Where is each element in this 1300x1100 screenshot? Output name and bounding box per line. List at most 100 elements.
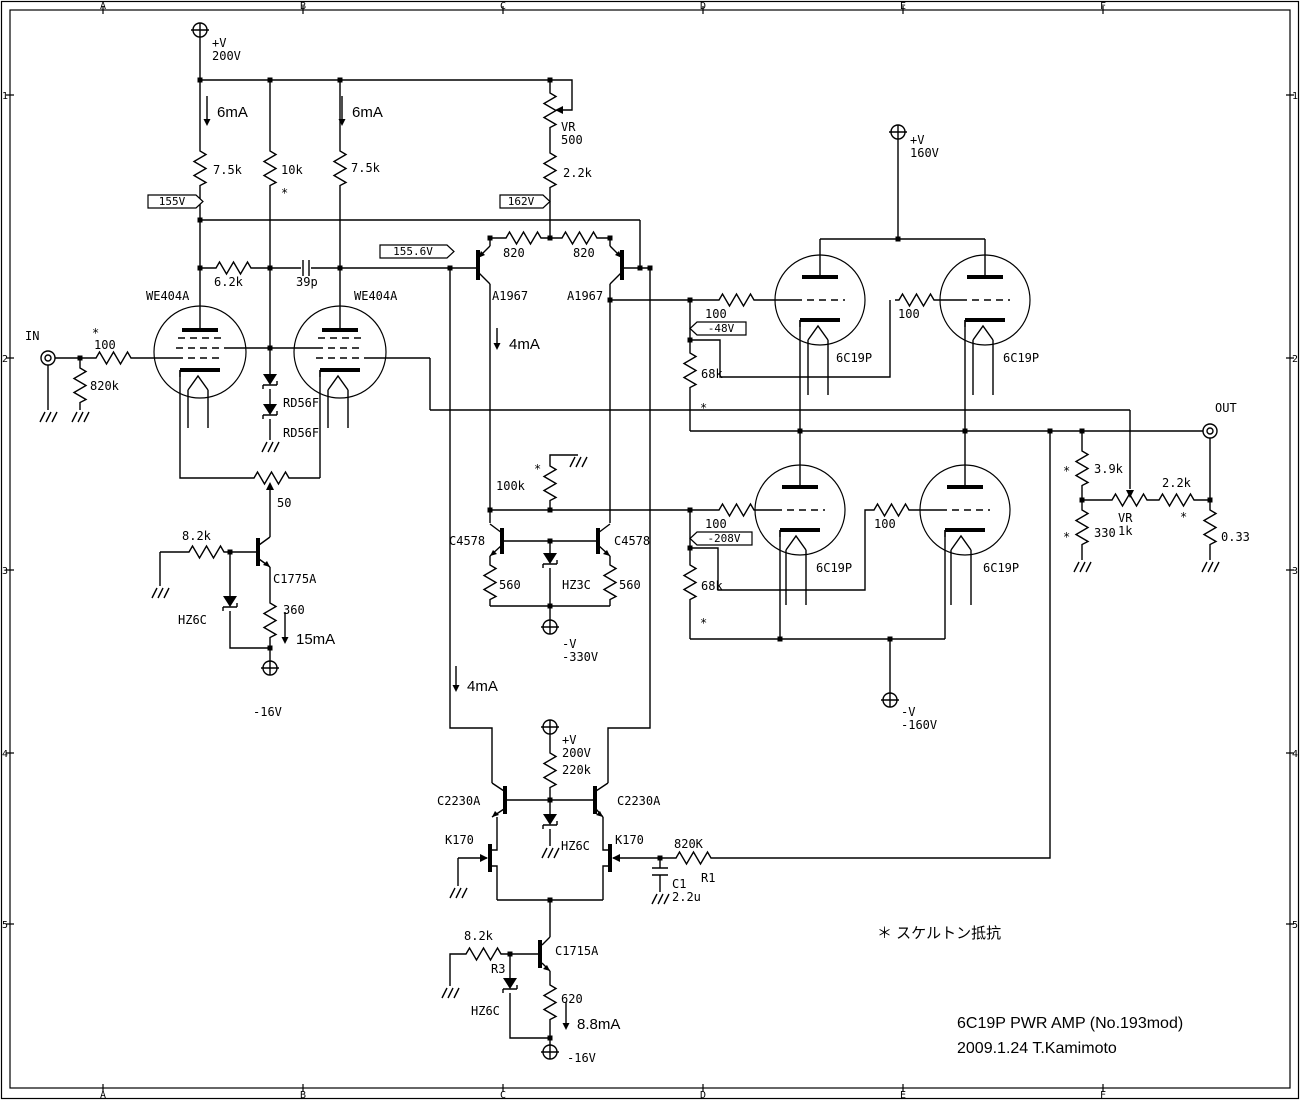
label-3.9k: 3.9k (1094, 462, 1124, 476)
label-820k-r1: 820K (674, 837, 704, 851)
flag-155v-text: 155V (159, 195, 186, 208)
resistor-360 (263, 597, 277, 643)
potentiometer-vr1k (1107, 493, 1149, 507)
label-asterisk-2.2k-out: * (1180, 510, 1187, 524)
label-current-15ma: 15mA (296, 631, 335, 648)
grid-column-labels-bottom: A B C D E F (100, 1090, 1106, 1100)
label-0.33: 0.33 (1221, 530, 1250, 544)
capacitor-c1 (652, 867, 668, 876)
label-m160v: -160V (901, 718, 937, 732)
row-label: 3 (1292, 566, 1298, 577)
label-hz6c-bottom: HZ6C (471, 1004, 500, 1018)
label-820-right: 820 (573, 246, 595, 260)
label-m16v-bottom: -16V (567, 1051, 596, 1065)
vr500-wiper-arrow (555, 106, 563, 114)
resistor-100k (543, 460, 557, 506)
tube-6c19p-lower-right (919, 464, 1011, 556)
row-label: 5 (1292, 920, 1298, 931)
label-vr1k-vr: VR (1118, 511, 1133, 525)
label-6c19p-lr: 6C19P (983, 561, 1019, 575)
supply-terminal-200v-bottom (540, 719, 560, 735)
labels: +V 200V 6mA 6mA 7.5k 10k * 7.5k VR 500 2… (25, 36, 1250, 1065)
resistor-100-grid-ll (714, 503, 756, 517)
label-asterisk-10k: * (281, 186, 288, 200)
flag-155v (147, 194, 204, 209)
label-asterisk-100in: * (92, 326, 99, 340)
label-7.5k-right: 7.5k (351, 161, 381, 175)
label-current-6ma-right: 6mA (352, 104, 383, 121)
title-block: ＊ スケルトン抵抗 6C19P PWR AMP (No.193mod) 2009… (877, 925, 1183, 1057)
resistor-820k-r1 (671, 851, 713, 865)
label-current-4ma-upper: 4mA (509, 336, 540, 353)
resistor-220k (543, 747, 557, 793)
row-label: 1 (2, 91, 8, 102)
zener-hz6c-left (222, 595, 238, 612)
col-label: A (100, 1090, 106, 1100)
resistor-0.33 (1203, 504, 1217, 550)
label-620: 620 (561, 992, 583, 1006)
label-160-plus: +V (910, 133, 924, 147)
tube-6c19p-upper-left (774, 254, 866, 346)
pot50-wiper-arrow (266, 482, 274, 490)
zener-hz6c-mid (542, 813, 558, 830)
label-8.2k-left: 8.2k (182, 529, 212, 543)
row-label: 3 (2, 566, 8, 577)
grid-column-labels-top: A B C D E F (100, 1, 1106, 12)
vr1k-wiper-arrow (1126, 490, 1134, 498)
grid-row-labels-left: 1 2 3 4 5 (2, 91, 8, 931)
resistor-6.2k (211, 261, 253, 275)
label-vr500-vr: VR (561, 120, 576, 134)
supply-terminal-m160v (880, 692, 900, 708)
resistor-820-left (501, 231, 543, 245)
col-label: F (1100, 1, 1106, 12)
resistor-100-grid-ur (894, 293, 936, 307)
tube-6c19p-lower-left (754, 464, 846, 556)
resistor-330 (1075, 504, 1089, 550)
label-160v: 160V (910, 146, 939, 160)
label-6c19p-ur: 6C19P (1003, 351, 1039, 365)
label-current-6ma-left: 6mA (217, 104, 248, 121)
flag-155.6v (379, 244, 455, 259)
supply-terminal-m16v-bottom (540, 1044, 560, 1060)
label-r1: R1 (701, 871, 715, 885)
resistor-7.5k-right (333, 145, 347, 191)
resistor-560-left (483, 559, 497, 605)
label-c2230a-left: C2230A (437, 794, 481, 808)
components (39, 22, 1220, 1060)
voltage-flags: 155V 162V 155.6V -48V -208V (147, 194, 753, 546)
label-6.2k: 6.2k (214, 275, 244, 289)
zener-rd56f-2 (262, 403, 278, 420)
col-label: C (500, 1090, 506, 1100)
resistor-820-right (557, 231, 599, 245)
flag-m48v (689, 321, 747, 336)
junction-dots (77, 77, 1213, 1041)
label-2.2u: 2.2u (672, 890, 701, 904)
label-supply-200v: 200V (212, 49, 241, 63)
label-c4578-left: C4578 (449, 534, 485, 548)
capacitor-39p (302, 260, 310, 276)
resistor-8.2k-left (184, 545, 226, 559)
col-label: F (1100, 1090, 1106, 1100)
resistor-100-grid-lr (869, 503, 911, 517)
label-r3: R3 (491, 962, 505, 976)
resistor-68k-lower (683, 559, 697, 605)
supply-terminal-m16v-left (260, 660, 280, 676)
label-m160-minus: -V (901, 705, 915, 719)
label-68k-upper: 68k (701, 367, 723, 381)
label-39p: 39p (296, 275, 318, 289)
label-bot200-plus: +V (562, 733, 576, 747)
resistor-68k-upper (683, 347, 697, 393)
zener-hz6c-bottom (502, 977, 518, 994)
resistor-100-input (91, 351, 133, 365)
resistor-2.2k-out (1154, 493, 1196, 507)
label-m330-minus: -V (562, 637, 576, 651)
supply-terminal-160v (888, 124, 908, 140)
label-7.5k-left: 7.5k (213, 163, 243, 177)
label-rd56f-2: RD56F (283, 426, 319, 440)
skeleton-resistor-note: ＊ スケルトン抵抗 (877, 925, 1001, 942)
row-label: 1 (1292, 91, 1298, 102)
resistor-2.2k-top (543, 147, 557, 193)
